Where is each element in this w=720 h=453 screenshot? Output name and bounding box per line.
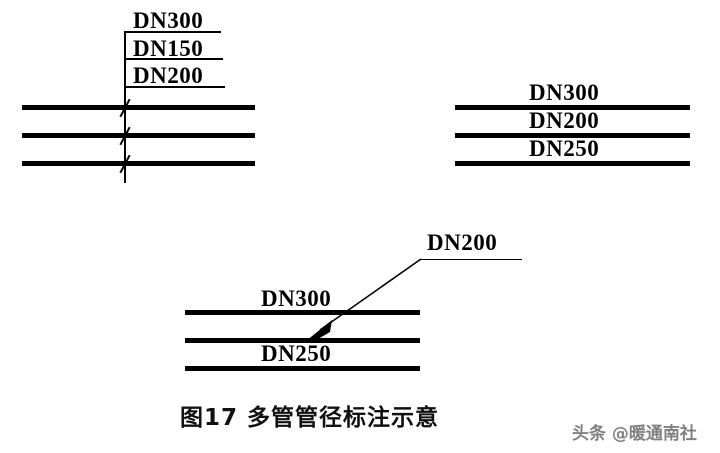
pipe-line bbox=[22, 105, 255, 110]
pipe-diameter-label: DN250 bbox=[529, 136, 600, 161]
pipe-line bbox=[22, 133, 255, 138]
label-shelf-line bbox=[124, 58, 223, 60]
watermark: 头条 @暖通南社 bbox=[572, 424, 697, 444]
pipe-line bbox=[185, 338, 420, 343]
pipe-line bbox=[22, 161, 255, 166]
pipe-line bbox=[185, 310, 420, 315]
figure-caption: 图17 多管管径标注示意 bbox=[180, 405, 440, 431]
label-shelf-line bbox=[124, 86, 225, 88]
pipe-diameter-label: DN300 bbox=[133, 8, 204, 33]
callout-shelf-line bbox=[421, 259, 522, 260]
pipe-diameter-label: DN200 bbox=[529, 108, 600, 133]
pipe-diameter-label: DN150 bbox=[133, 36, 204, 61]
pipe-line bbox=[455, 161, 690, 166]
arrow-leader-line bbox=[319, 258, 422, 331]
pipe-diameter-label: DN200 bbox=[133, 63, 204, 88]
pipe-diameter-label: DN200 bbox=[427, 230, 498, 255]
pipe-diameter-label: DN300 bbox=[529, 80, 600, 105]
pipe-line bbox=[185, 366, 420, 371]
pipe-line bbox=[455, 105, 690, 110]
pipe-diameter-label: DN300 bbox=[261, 286, 332, 311]
pipe-line bbox=[455, 133, 690, 138]
pipe-diameter-label: DN250 bbox=[261, 341, 332, 366]
label-shelf-line bbox=[124, 31, 221, 33]
